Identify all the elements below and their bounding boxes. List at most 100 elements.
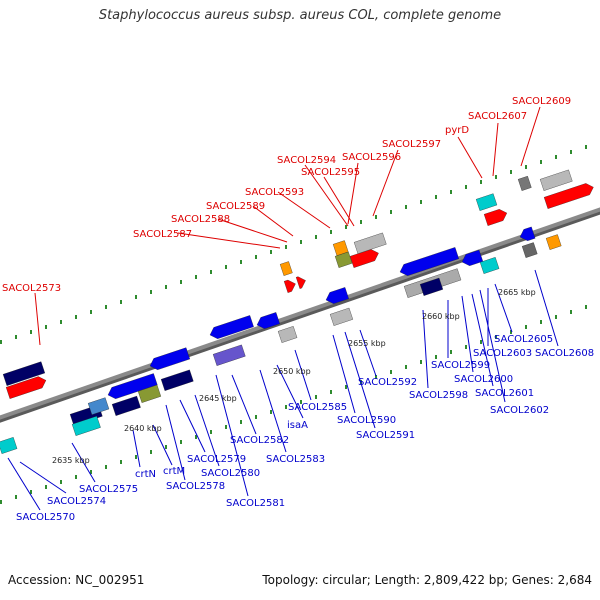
reverse-label-crtM[interactable]: crtM xyxy=(163,466,185,477)
reverse-label-SACOL2581[interactable]: SACOL2581 xyxy=(226,498,285,509)
gene-arrow-shape xyxy=(399,247,460,276)
tick-mark xyxy=(240,260,242,264)
reverse-label-SACOL2583[interactable]: SACOL2583 xyxy=(266,454,325,465)
label-line xyxy=(359,329,377,377)
tick-mark xyxy=(120,460,122,464)
gene-block-shape xyxy=(475,193,498,211)
gene-block xyxy=(521,242,538,258)
gene-arrow xyxy=(399,247,460,276)
tick-mark xyxy=(60,320,62,324)
tick-mark xyxy=(255,255,257,259)
gene-block xyxy=(479,257,500,274)
reverse-label-SACOL2599[interactable]: SACOL2599 xyxy=(431,360,490,371)
reverse-label-isaA[interactable]: isaA xyxy=(287,420,308,431)
tick-mark xyxy=(450,190,452,194)
tick-mark xyxy=(390,370,392,374)
gene-block-shape xyxy=(334,251,353,268)
gene-arrow xyxy=(5,376,47,399)
label-line xyxy=(461,295,474,373)
label-line xyxy=(494,283,513,333)
gene-arrow xyxy=(283,279,296,293)
reverse-label-SACOL2598[interactable]: SACOL2598 xyxy=(409,390,468,401)
gene-arrow-shape xyxy=(325,287,349,304)
forward-label-pyrD[interactable]: pyrD xyxy=(445,125,469,136)
gene-block xyxy=(329,307,354,326)
kbp-label-2635: 2635 kbp xyxy=(52,456,90,465)
label-line xyxy=(520,106,541,167)
reverse-label-SACOL2574[interactable]: SACOL2574 xyxy=(47,496,106,507)
reverse-label-crtN[interactable]: crtN xyxy=(135,469,156,480)
label-line xyxy=(372,149,399,217)
forward-label-SACOL2594[interactable]: SACOL2594 xyxy=(277,155,336,166)
tick-mark xyxy=(435,355,437,359)
tick-mark xyxy=(360,220,362,224)
gene-block-shape xyxy=(329,307,354,326)
forward-label-SACOL2609[interactable]: SACOL2609 xyxy=(512,96,571,107)
gene-block xyxy=(2,361,46,386)
gene-block xyxy=(279,261,293,276)
reverse-label-SACOL2578[interactable]: SACOL2578 xyxy=(166,481,225,492)
reverse-label-SACOL2608[interactable]: SACOL2608 xyxy=(535,348,594,359)
reverse-label-SACOL2600[interactable]: SACOL2600 xyxy=(454,374,513,385)
label-line xyxy=(19,461,67,494)
reverse-label-SACOL2585[interactable]: SACOL2585 xyxy=(288,402,347,413)
tick-mark xyxy=(45,485,47,489)
label-lines xyxy=(7,106,559,511)
gene-arrow-shape xyxy=(519,226,536,241)
tick-mark xyxy=(165,285,167,289)
label-line xyxy=(132,429,141,468)
gene-block-shape xyxy=(419,277,444,296)
reverse-label-SACOL2580[interactable]: SACOL2580 xyxy=(201,468,260,479)
tick-mark xyxy=(120,300,122,304)
reverse-label-SACOL2601[interactable]: SACOL2601 xyxy=(475,388,534,399)
tick-mark xyxy=(420,200,422,204)
gene-arrow xyxy=(107,373,158,399)
reverse-label-SACOL2603[interactable]: SACOL2603 xyxy=(473,348,532,359)
tick-mark xyxy=(180,440,182,444)
forward-label-SACOL2573[interactable]: SACOL2573 xyxy=(2,283,61,294)
tick-mark xyxy=(495,335,497,339)
gene-block xyxy=(545,234,562,250)
forward-label-SACOL2597[interactable]: SACOL2597 xyxy=(382,139,441,150)
tick-mark xyxy=(270,410,272,414)
forward-label-SACOL2607[interactable]: SACOL2607 xyxy=(468,111,527,122)
gene-arrow-shape xyxy=(295,276,306,289)
accession-text: Accession: NC_002951 xyxy=(8,573,145,587)
tick-mark xyxy=(345,385,347,389)
reverse-label-SACOL2590[interactable]: SACOL2590 xyxy=(337,415,396,426)
label-line xyxy=(259,369,287,453)
tick-mark xyxy=(75,315,77,319)
reverse-label-SACOL2579[interactable]: SACOL2579 xyxy=(187,454,246,465)
gene-block xyxy=(517,175,532,191)
kbp-label-2665: 2665 kbp xyxy=(498,288,536,297)
label-line xyxy=(422,309,429,389)
kbp-label-2645: 2645 kbp xyxy=(199,394,237,403)
gene-arrow xyxy=(256,312,280,329)
gene-block-shape xyxy=(160,369,194,391)
tick-mark xyxy=(240,420,242,424)
gene-block xyxy=(475,193,498,211)
forward-label-SACOL2588[interactable]: SACOL2588 xyxy=(171,214,230,225)
reverse-label-SACOL2602[interactable]: SACOL2602 xyxy=(490,405,549,416)
reverse-label-SACOL2605[interactable]: SACOL2605 xyxy=(494,334,553,345)
gene-arrow-shape xyxy=(256,312,280,329)
gene-block-shape xyxy=(111,395,141,416)
reverse-label-SACOL2570[interactable]: SACOL2570 xyxy=(16,512,75,523)
gene-block-shape xyxy=(479,257,500,274)
forward-label-SACOL2596[interactable]: SACOL2596 xyxy=(342,152,401,163)
kbp-label-2660: 2660 kbp xyxy=(422,312,460,321)
reverse-label-SACOL2582[interactable]: SACOL2582 xyxy=(230,435,289,446)
tick-mark xyxy=(300,240,302,244)
label-line xyxy=(534,269,559,347)
forward-label-SACOL2593[interactable]: SACOL2593 xyxy=(245,187,304,198)
gene-arrow xyxy=(209,315,254,339)
tick-mark xyxy=(225,265,227,269)
forward-label-SACOL2589[interactable]: SACOL2589 xyxy=(206,201,265,212)
forward-label-SACOL2595[interactable]: SACOL2595 xyxy=(301,167,360,178)
forward-label-SACOL2587[interactable]: SACOL2587 xyxy=(133,229,192,240)
reverse-label-SACOL2575[interactable]: SACOL2575 xyxy=(79,484,138,495)
gene-block xyxy=(0,437,18,454)
reverse-label-SACOL2591[interactable]: SACOL2591 xyxy=(356,430,415,441)
reverse-label-SACOL2592[interactable]: SACOL2592 xyxy=(358,377,417,388)
tick-mark xyxy=(495,175,497,179)
